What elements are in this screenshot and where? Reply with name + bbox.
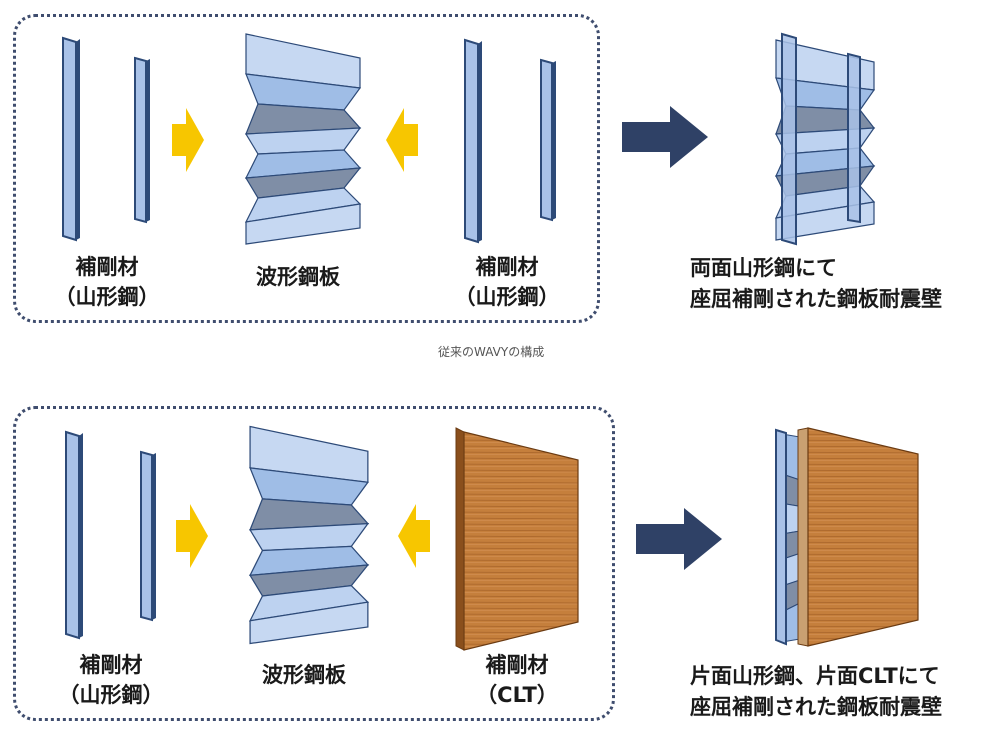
conventional-wavy-frame bbox=[13, 14, 600, 323]
angle-steel-stiffener-left-inner bbox=[134, 56, 150, 224]
assembled-wall-double-angle bbox=[774, 32, 876, 246]
result-arrow-icon bbox=[636, 508, 722, 570]
yellow-arrow-left-icon bbox=[386, 108, 418, 172]
label-line: （山形鋼） bbox=[454, 285, 560, 309]
yellow-arrow-right-icon bbox=[172, 108, 204, 172]
yellow-arrow-left-icon bbox=[398, 504, 430, 568]
result-description-top: 両面山形鋼にて 座屈補剛された鋼板耐震壁 bbox=[690, 253, 942, 315]
result-line: 座屈補剛された鋼板耐震壁 bbox=[690, 287, 942, 311]
result-line: 片面山形鋼、片面CLTにて bbox=[690, 664, 940, 688]
angle-steel-stiffener-left-outer bbox=[62, 36, 80, 242]
figure-caption: 従来のWAVYの構成 bbox=[438, 345, 545, 359]
label-line: 補剛材 bbox=[79, 653, 143, 677]
corrugated-steel-plate bbox=[248, 425, 370, 645]
proposed-wavy-frame bbox=[13, 406, 615, 721]
stiffener-left-label: 補剛材 （山形鋼） bbox=[52, 252, 162, 312]
stiffener-clt-label: 補剛材 （CLT） bbox=[462, 650, 572, 710]
angle-steel-stiffener-left-inner bbox=[140, 450, 156, 622]
assembled-wall-angle-and-clt bbox=[775, 427, 919, 647]
result-line: 両面山形鋼にて bbox=[690, 256, 837, 280]
label-line: （山形鋼） bbox=[54, 285, 160, 309]
label-line: 補剛材 bbox=[75, 255, 139, 279]
angle-steel-stiffener-left-outer bbox=[65, 430, 83, 640]
label-line: 補剛材 bbox=[485, 653, 549, 677]
label-line: 補剛材 bbox=[475, 255, 539, 279]
corrugated-plate-label: 波形鋼板 bbox=[256, 265, 340, 289]
result-line: 座屈補剛された鋼板耐震壁 bbox=[690, 695, 942, 719]
label-line: （CLT） bbox=[476, 683, 558, 707]
angle-steel-stiffener-right-outer bbox=[464, 38, 482, 244]
angle-steel-stiffener-right-inner bbox=[540, 58, 556, 222]
result-arrow-icon bbox=[622, 106, 708, 168]
clt-wood-panel bbox=[455, 427, 579, 651]
result-description-bottom: 片面山形鋼、片面CLTにて 座屈補剛された鋼板耐震壁 bbox=[690, 661, 942, 723]
label-line: （山形鋼） bbox=[58, 683, 164, 707]
corrugated-steel-plate bbox=[244, 33, 362, 245]
stiffener-left-label: 補剛材 （山形鋼） bbox=[56, 650, 166, 710]
corrugated-plate-label: 波形鋼板 bbox=[262, 663, 346, 687]
stiffener-right-label: 補剛材 （山形鋼） bbox=[452, 252, 562, 312]
yellow-arrow-right-icon bbox=[176, 504, 208, 568]
